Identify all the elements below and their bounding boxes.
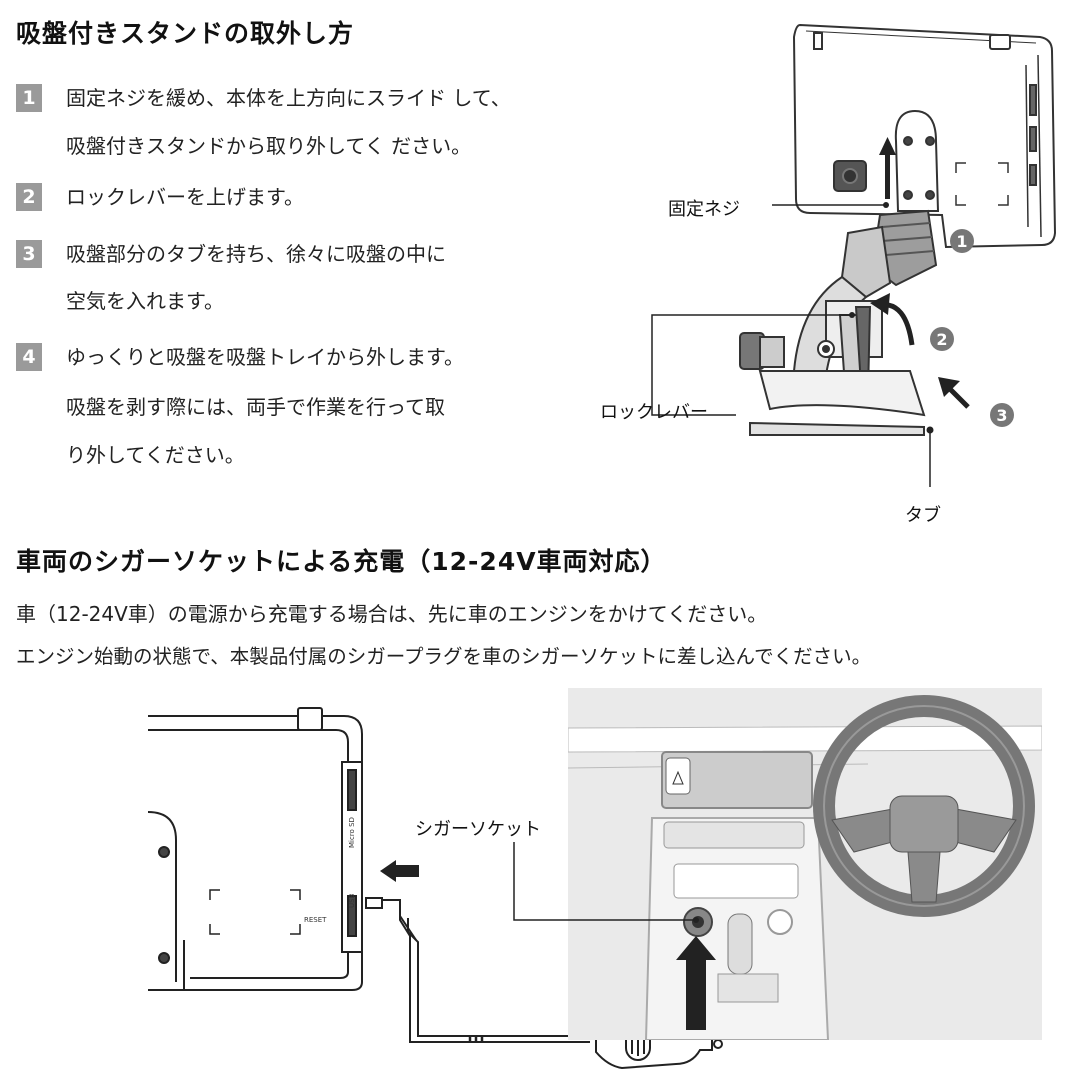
label-cigar-socket: シガーソケット [415, 819, 541, 840]
marker-1: 1 [950, 229, 974, 253]
stand-removal-diagram: 1 2 3 [651, 23, 1057, 487]
step-3-number: 3 [16, 240, 42, 268]
svg-text:1: 1 [956, 232, 967, 251]
port-label-microsd: Micro SD [348, 817, 356, 848]
step-4-line-3: り外してください。 [66, 443, 245, 467]
section1-title: 吸盤付きスタンドの取外し方 [16, 19, 355, 48]
tab-diagonal-arrow [946, 385, 970, 409]
section2-paragraph-line-1: 車（12-24V車）の電源から充電する場合は、先に車のエンジンをかけてください。 [16, 602, 768, 626]
label-tab: タブ [905, 505, 941, 526]
step-4-number: 4 [16, 343, 42, 371]
car-interior-illustration [568, 688, 1042, 1040]
section2-title: 車両のシガーソケットによる充電（12-24V車両対応） [16, 547, 667, 576]
step-4-line-1: ゆっくりと吸盤を吸盤トレイから外します。 [66, 345, 464, 369]
marker-3: 3 [990, 403, 1014, 427]
step-2-line-1: ロックレバーを上げます。 [66, 185, 304, 209]
label-screw: 固定ネジ [668, 199, 740, 220]
section2-paragraph-line-2: エンジン始動の状態で、本製品付属のシガープラグを車のシガーソケットに差し込んでく… [16, 645, 872, 668]
device-side-illustration: Micro SD USB RESET [147, 707, 363, 991]
step-1-line-1: 固定ネジを緩め、本体を上方向にスライド して、 [66, 86, 511, 110]
step-1-number: 1 [16, 84, 42, 112]
port-label-reset: RESET [304, 916, 327, 924]
step-3-line-1: 吸盤部分のタブを持ち、徐々に吸盤の中に [66, 242, 446, 266]
svg-text:2: 2 [936, 330, 947, 349]
step-1-line-2: 吸盤付きスタンドから取り外してく ださい。 [66, 134, 472, 158]
stand-arm-illustration [739, 209, 938, 436]
port-label-usb: USB [348, 893, 356, 908]
marker-2: 2 [930, 327, 954, 351]
step-4-line-2: 吸盤を剥す際には、両手で作業を行って取 [66, 395, 445, 419]
step-3-line-2: 空気を入れます。 [66, 289, 224, 313]
slide-up-arrow [879, 137, 896, 199]
label-lock-lever: ロックレバー [600, 402, 708, 423]
socket-leader-line [513, 842, 699, 923]
device-back-illustration [792, 23, 1057, 249]
svg-text:3: 3 [996, 406, 1007, 425]
step-2-number: 2 [16, 183, 42, 211]
